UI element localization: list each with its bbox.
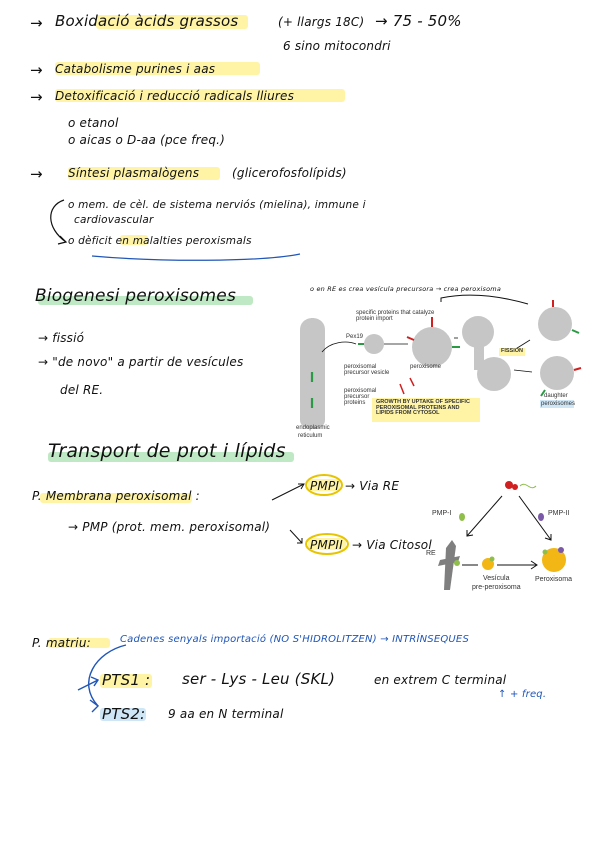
- highlight: [96, 15, 248, 29]
- note-line: →: [30, 14, 43, 32]
- note-line: →: [30, 88, 43, 106]
- highlight: [100, 708, 146, 721]
- note-line: → "de novo" a partir de vesícules: [38, 355, 244, 369]
- figure-label: peroxisomal precursor proteins: [344, 388, 377, 406]
- note-line: Síntesi plasmalògens: [68, 166, 200, 180]
- section-heading: Transport de prot i lípids: [48, 440, 286, 462]
- note-line: en extrem C terminal: [374, 673, 507, 687]
- note-line: (+ llargs 18C): [278, 15, 365, 29]
- note-line: o dèficit en malalties peroxismals: [68, 235, 252, 247]
- figure-label: GROWTH BY UPTAKE OF SPECIFIC PEROXISOMAL…: [376, 399, 470, 416]
- note-line: → fissió: [38, 331, 85, 345]
- figure-label: pre-peroxisoma: [472, 584, 521, 591]
- figure-label: peroxisomes: [541, 401, 576, 407]
- figure-caption: o en RE es crea vesícula precursora → cr…: [310, 285, 502, 293]
- highlight: [120, 235, 148, 245]
- note-line: → Via Citosol: [352, 538, 432, 552]
- note-line: o etanol: [68, 116, 119, 130]
- figure-label: reticulum: [298, 433, 323, 439]
- highlight: [48, 638, 110, 648]
- note-line: cardiovascular: [74, 214, 154, 226]
- figure-label: Vesícula: [483, 575, 510, 582]
- figure-label: daughter: [544, 393, 568, 399]
- figure-label: FISSION: [501, 348, 524, 354]
- highlight: [100, 674, 152, 688]
- figure-label: endoplasmic: [296, 425, 330, 431]
- note-line: o mem. de cèl. de sistema nerviós (mieli…: [68, 199, 366, 211]
- figure-label: peroxisome: [410, 364, 442, 370]
- highlight: [48, 452, 294, 462]
- highlight: [55, 89, 345, 102]
- note-line: PTS2:: [102, 705, 146, 723]
- highlight: [55, 62, 260, 75]
- note-line: Boxidació àcids grassos: [55, 12, 239, 30]
- pmp-label: PMPII: [310, 538, 343, 552]
- note-line: (glicerofosfolípids): [232, 166, 347, 180]
- highlight: [40, 493, 192, 503]
- note-line: PTS1 :: [102, 671, 151, 689]
- highlight: [308, 479, 340, 491]
- note-line: 6 sino mitocondri: [283, 39, 391, 53]
- highlight: [308, 538, 346, 550]
- note-line: Catabolisme purines i aas: [55, 62, 216, 76]
- note-line: ser - Lys - Leu (SKL): [182, 670, 336, 688]
- section-heading: Biogenesi peroxisomes: [35, 286, 237, 306]
- note-line: P. matriu:: [32, 636, 91, 650]
- figure-label: Pex19: [346, 334, 364, 340]
- note-line: del RE.: [60, 383, 104, 397]
- figure-label: PMP-I: [432, 510, 452, 517]
- note-line: o aicas o D-aa (pce freq.): [68, 133, 226, 147]
- note-line: 9 aa en N terminal: [168, 707, 284, 721]
- note-line: ↑ + freq.: [498, 689, 547, 700]
- figure-label: peroxisomal precursor vesicle: [344, 364, 390, 376]
- note-line: P. Membrana peroxisomal :: [32, 489, 200, 503]
- note-line: → Via RE: [345, 479, 400, 493]
- note-line: →: [30, 61, 43, 79]
- figure-label: specific proteins that catalyze protein …: [356, 310, 435, 322]
- pmp-label: PMPI: [310, 479, 340, 493]
- figure-label: PMP-II: [548, 510, 570, 517]
- note-line: → 75 - 50%: [375, 12, 462, 30]
- figure-label: Peroxisoma: [535, 576, 572, 583]
- note-line: Cadenes senyals importació (NO S'HIDROLI…: [120, 634, 469, 645]
- note-line: Detoxificació i reducció radicals lliure…: [55, 89, 295, 103]
- note-line: →: [30, 165, 43, 183]
- highlight: [68, 167, 220, 180]
- note-line: → PMP (prot. mem. peroxisomal): [68, 520, 271, 534]
- highlight: [38, 296, 253, 305]
- figure-label: RE: [426, 550, 436, 557]
